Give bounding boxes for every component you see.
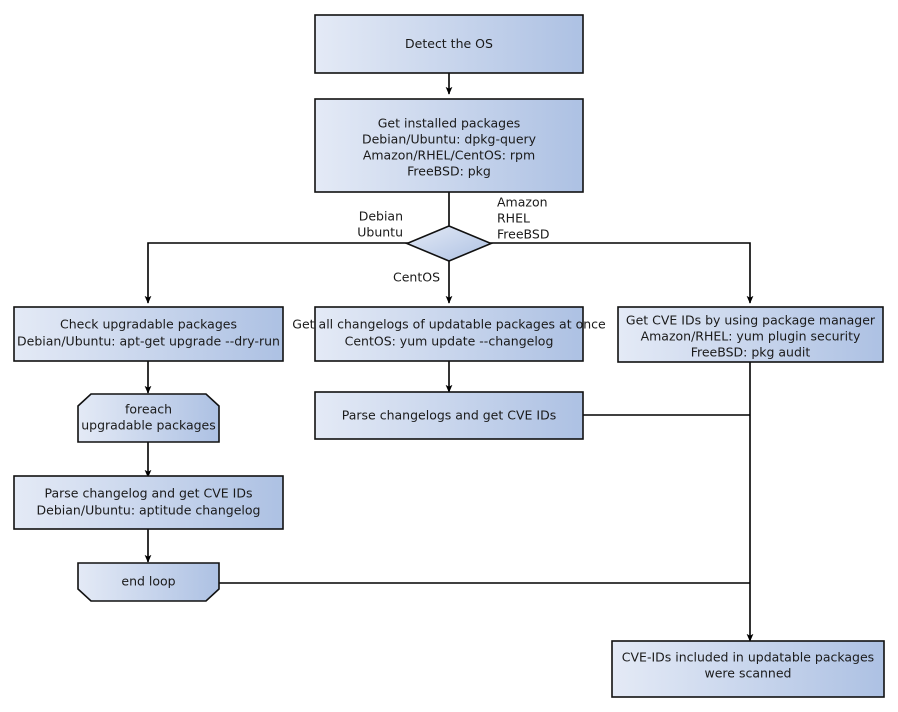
node-get-installed-packages[interactable]: Get installed packages Debian/Ubuntu: dp… [314, 98, 584, 193]
get-installed-packages-line1: Get installed packages [378, 116, 521, 131]
parse-changelogs-bulk-label: Parse changelogs and get CVE IDs [342, 408, 556, 423]
edge-label-rhel-line3: FreeBSD [497, 227, 549, 242]
get-cve-ids-pkgmgr-line1: Get CVE IDs by using package manager [626, 313, 876, 328]
node-detect-os[interactable]: Detect the OS [314, 14, 584, 74]
parse-changelogs-bulk-box[interactable] [314, 391, 584, 440]
get-all-changelogs-line1: Get all changelogs of updatable packages… [292, 317, 606, 332]
get-all-changelogs-box[interactable] [314, 306, 584, 362]
loop-end-shape[interactable] [77, 562, 220, 602]
check-upgradable-box[interactable] [13, 306, 284, 362]
detect-os-box[interactable] [314, 14, 584, 74]
node-os-decision[interactable] [404, 225, 494, 262]
node-get-all-changelogs[interactable]: Get all changelogs of updatable packages… [292, 306, 606, 362]
check-upgradable-line1: Check upgradable packages [60, 317, 237, 332]
edge-layer [144, 73, 754, 642]
edge-decision-to-check-upgradable [144, 242, 408, 304]
node-parse-changelog-single[interactable]: Parse changelog and get CVE IDs Debian/U… [13, 475, 284, 530]
get-cve-ids-pkgmgr-line2: Amazon/RHEL: yum plugin security [641, 329, 861, 344]
get-installed-packages-line4: FreeBSD: pkg [407, 164, 491, 179]
edge-decision-to-cve-pkgmgr [490, 242, 754, 304]
edge-label-debian-line1: Debian [359, 209, 403, 224]
node-check-upgradable[interactable]: Check upgradable packages Debian/Ubuntu:… [13, 306, 284, 362]
os-decision-diamond[interactable] [404, 225, 494, 262]
edge-label-centos: CentOS [393, 270, 440, 285]
get-installed-packages-box[interactable] [314, 98, 584, 193]
loop-end-label: end loop [121, 574, 175, 589]
scan-complete-line2: were scanned [705, 666, 792, 681]
get-installed-packages-line3: Amazon/RHEL/CentOS: rpm [363, 148, 535, 163]
node-parse-changelogs-bulk[interactable]: Parse changelogs and get CVE IDs [314, 391, 584, 440]
edge-label-layer: Debian Ubuntu Amazon RHEL FreeBSD CentOS [357, 195, 549, 285]
edge-label-rhel-line1: Amazon [497, 195, 548, 210]
loop-start-line2: upgradable packages [81, 418, 216, 433]
detect-os-label: Detect the OS [405, 36, 493, 51]
node-loop-start[interactable]: foreach upgradable packages [77, 393, 220, 443]
parse-changelog-single-line2: Debian/Ubuntu: aptitude changelog [37, 503, 261, 518]
get-installed-packages-line2: Debian/Ubuntu: dpkg-query [362, 132, 537, 147]
parse-changelog-single-line1: Parse changelog and get CVE IDs [45, 486, 253, 501]
check-upgradable-line2: Debian/Ubuntu: apt-get upgrade --dry-run [17, 334, 280, 349]
scan-complete-box[interactable] [611, 640, 885, 698]
loop-start-line1: foreach [125, 402, 172, 417]
parse-changelog-single-box[interactable] [13, 475, 284, 530]
get-cve-ids-pkgmgr-box[interactable] [617, 306, 884, 363]
node-scan-complete[interactable]: CVE-IDs included in updatable packages w… [611, 640, 885, 698]
node-get-cve-ids-pkgmgr[interactable]: Get CVE IDs by using package manager Ama… [617, 306, 884, 363]
get-all-changelogs-line2: CentOS: yum update --changelog [345, 334, 554, 349]
get-cve-ids-pkgmgr-line3: FreeBSD: pkg audit [691, 345, 811, 360]
scan-complete-line1: CVE-IDs included in updatable packages [622, 650, 874, 665]
loop-start-shape[interactable] [77, 393, 220, 443]
node-loop-end[interactable]: end loop [77, 562, 220, 602]
edge-label-rhel-line2: RHEL [497, 211, 530, 226]
edge-label-debian-line2: Ubuntu [357, 225, 403, 240]
